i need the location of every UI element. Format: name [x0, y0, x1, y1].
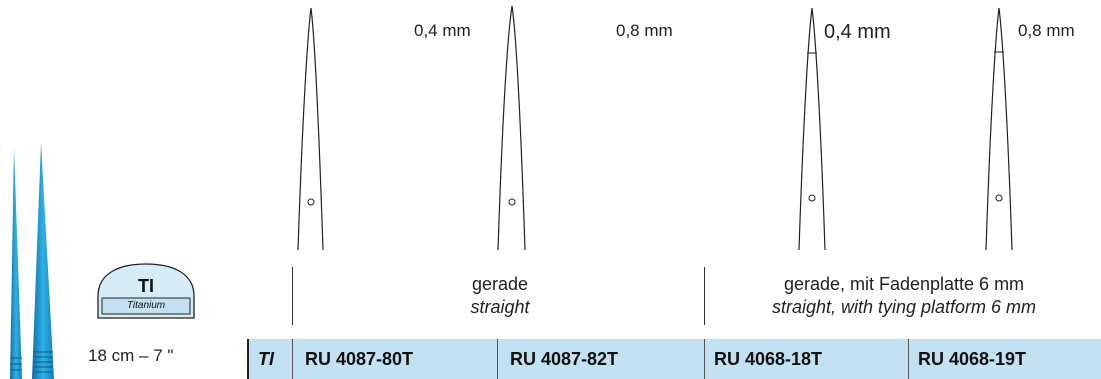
material-code: TI: [138, 276, 154, 296]
tip-label-4: 0,8 mm: [1018, 21, 1075, 40]
material-badge-shape: [97, 263, 195, 319]
band-separator-3: [704, 339, 705, 379]
category-divider-left: [292, 267, 293, 325]
tip-drawing-2: [497, 5, 526, 251]
tip-label-2: 0,8 mm: [616, 21, 673, 40]
tip-label-1: 0,4 mm: [414, 21, 471, 40]
category-straight-de: gerade: [471, 274, 529, 294]
category-tying-platform-en: straight, with tying platform 6 mm: [771, 297, 1037, 317]
category-tying-platform: gerade, mit Fadenplatte 6 mm straight, w…: [710, 273, 1098, 319]
category-straight: gerade straight: [300, 273, 700, 319]
category-divider-middle: [704, 267, 705, 325]
tip-label-3: 0,4 mm: [824, 21, 891, 43]
article-number-3: RU 4068-18T: [714, 349, 823, 369]
tip-drawing-1: [297, 7, 324, 251]
instrument-photo: [10, 142, 54, 379]
material-badge: TI Titanium: [96, 262, 196, 320]
article-number-1: RU 4087-80T: [305, 349, 414, 369]
band-separator-4: [908, 339, 909, 379]
article-number-2: RU 4087-82T: [510, 349, 619, 369]
article-number-4: RU 4068-19T: [918, 349, 1027, 369]
instrument-size: 18 cm – 7 ": [88, 346, 174, 365]
band-separator-2: [497, 339, 498, 379]
tip-drawing-3: [798, 7, 826, 251]
category-straight-en: straight: [470, 297, 530, 317]
article-band: [247, 339, 1101, 379]
band-separator-1: [292, 339, 293, 379]
material-name: Titanium: [126, 300, 166, 311]
band-separator-start: [247, 339, 249, 379]
tip-drawing-4: [985, 7, 1013, 251]
category-tying-platform-de: gerade, mit Fadenplatte 6 mm: [783, 274, 1025, 294]
material-cell: TI: [258, 349, 274, 369]
